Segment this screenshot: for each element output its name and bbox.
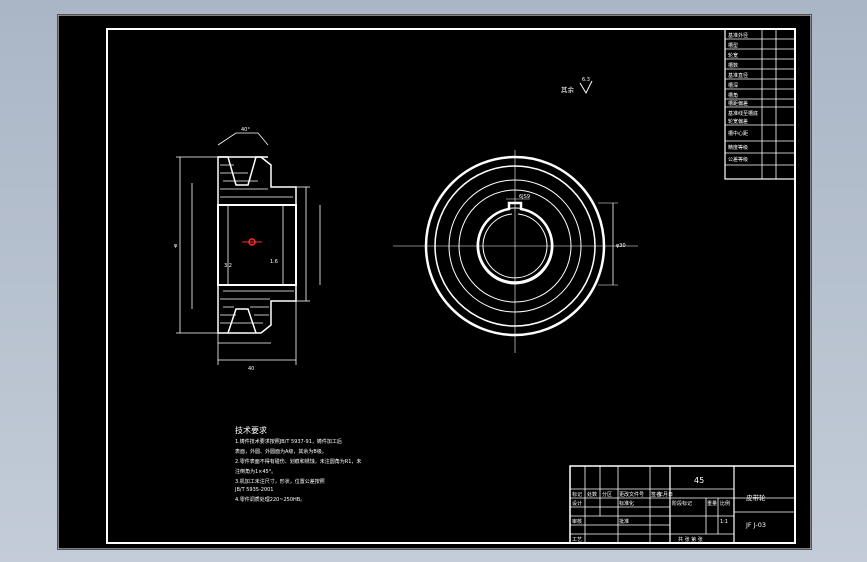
parameter-table-labels: 基准外径 槽型 轮宽 槽数 基准直径 槽深 槽角 槽距偏差 基准线至槽底 轮宽偏… xyxy=(728,32,758,163)
tech-requirements: 技术要求 1.铸件技术要求按照JB/T 5937-91，铸件加工后 表面，外圆、… xyxy=(234,425,361,503)
param-row-3: 轮宽 xyxy=(728,52,738,59)
roughness-bore-label: 1.6 xyxy=(270,259,278,265)
title-block xyxy=(569,465,796,544)
keyway-label: 6JS9 xyxy=(519,194,530,200)
svg-text:批准: 批准 xyxy=(619,518,629,525)
width-label: 40 xyxy=(248,366,254,372)
svg-text:年月日: 年月日 xyxy=(658,491,673,498)
svg-text:重量: 重量 xyxy=(707,500,717,507)
param-row-2: 槽型 xyxy=(728,42,738,49)
tech-req-title: 技术要求 xyxy=(235,425,267,435)
end-view xyxy=(393,150,638,353)
svg-text:签名: 签名 xyxy=(651,491,661,498)
svg-text:其余: 其余 xyxy=(561,85,575,94)
param-row-7: 槽角 xyxy=(728,92,738,99)
param-row-12: 精度等级 xyxy=(728,144,748,151)
roughness-note: 其余 6.3 xyxy=(561,77,593,95)
param-row-1: 基准外径 xyxy=(728,32,748,39)
svg-text:标准化: 标准化 xyxy=(619,500,634,507)
svg-text:工艺: 工艺 xyxy=(572,537,582,543)
bore-label: φ30 xyxy=(616,243,626,249)
tech-req-line-1: 1.铸件技术要求按照JB/T 5937-91，铸件加工后 xyxy=(235,438,342,445)
param-row-13: 公差等级 xyxy=(728,156,748,163)
svg-text:比例: 比例 xyxy=(720,500,730,507)
tech-req-line-3: 2.零件表面不得有碰伤、划痕和锈蚀，未注圆角为R1，未 xyxy=(235,458,361,465)
section-view xyxy=(217,156,297,334)
title-block-material: 45 xyxy=(694,476,704,485)
svg-text:6.3: 6.3 xyxy=(582,77,590,83)
svg-text:设计: 设计 xyxy=(572,500,582,507)
section-dimensions xyxy=(176,132,321,365)
svg-text:阶段标记: 阶段标记 xyxy=(672,500,692,507)
tech-req-line-7: 4.零件调质处理220~250HB。 xyxy=(235,496,305,503)
tech-req-line-5: 3.机加工未注尺寸，形状，位置公差按照 xyxy=(235,478,325,485)
cad-viewport[interactable]: 40° 3.2 1.6 φ 40 6JS9 φ30 其余 6.3 技术要求 1.… xyxy=(57,14,812,550)
param-row-5: 基准直径 xyxy=(728,72,748,79)
svg-text:共 张 第 张: 共 张 第 张 xyxy=(678,536,703,543)
title-block-drawing-number: JF J-03 xyxy=(745,521,766,529)
svg-text:处数: 处数 xyxy=(587,491,597,498)
svg-text:审核: 审核 xyxy=(572,518,582,525)
tech-req-line-2: 表面，外圆、外圆面为A级，其余为B级。 xyxy=(235,448,327,455)
param-row-9: 基准线至槽底 xyxy=(728,110,758,117)
outer-diameter-label: φ xyxy=(174,243,178,249)
tech-req-line-6: JB/T 5935-2001 xyxy=(234,487,274,493)
tech-req-line-4: 注倒角为1×45°。 xyxy=(235,468,276,475)
drawing-sheet: 40° 3.2 1.6 φ 40 6JS9 φ30 其余 6.3 技术要求 1.… xyxy=(58,15,811,549)
title-block-labels: 标记 处数 分区 更改文件号 签名 年月日 设计 标准化 阶段标记 重量 比例 … xyxy=(572,491,730,543)
param-row-10: 轮宽偏差 xyxy=(728,118,748,125)
svg-text:更改文件号: 更改文件号 xyxy=(619,491,644,498)
title-block-part-name: 皮带轮 xyxy=(746,493,766,502)
param-row-11: 槽中心距 xyxy=(728,130,748,137)
groove-angle-label: 40° xyxy=(241,127,250,133)
svg-text:标记: 标记 xyxy=(572,491,582,498)
inner-frame xyxy=(106,28,796,544)
param-row-6: 槽深 xyxy=(728,82,738,89)
param-row-4: 槽数 xyxy=(728,62,738,69)
param-row-8: 槽距偏差 xyxy=(728,100,748,107)
title-block-scale: 1:1 xyxy=(720,519,728,525)
parameter-table xyxy=(724,28,796,180)
roughness-left-label: 3.2 xyxy=(224,263,232,269)
svg-text:分区: 分区 xyxy=(602,491,612,498)
